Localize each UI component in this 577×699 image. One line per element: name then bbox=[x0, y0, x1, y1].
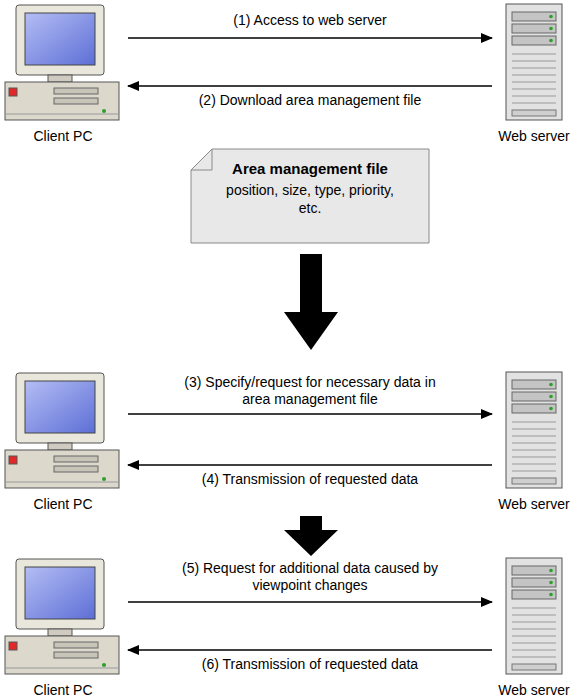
server-icon bbox=[494, 370, 574, 494]
icon-label: Client PC bbox=[4, 682, 122, 698]
down-arrow bbox=[284, 516, 338, 556]
edge-label: (2) Download area management file bbox=[175, 92, 445, 109]
message-arrow bbox=[128, 37, 492, 38]
message-arrow bbox=[128, 649, 492, 650]
edge-label: (6) Transmission of requested data bbox=[175, 656, 445, 673]
edge-label: (1) Access to web server bbox=[175, 12, 445, 29]
pc-icon bbox=[4, 556, 122, 680]
icon-label: Web server bbox=[494, 496, 574, 512]
web-server: Web server bbox=[494, 370, 574, 512]
message-arrow bbox=[128, 601, 492, 602]
icon-label: Web server bbox=[494, 128, 574, 144]
down-arrow bbox=[284, 254, 338, 350]
icon-label: Web server bbox=[494, 682, 574, 698]
note-body: position, size, type, priority, etc. bbox=[225, 181, 395, 217]
web-server: Web server bbox=[494, 2, 574, 144]
server-icon bbox=[494, 2, 574, 126]
edge-label: (4) Transmission of requested data bbox=[175, 471, 445, 488]
client-pc: Client PC bbox=[4, 2, 122, 144]
client-pc: Client PC bbox=[4, 556, 122, 698]
edge-label: (5) Request for additional data caused b… bbox=[175, 560, 445, 594]
icon-label: Client PC bbox=[4, 128, 122, 144]
message-arrow bbox=[128, 464, 492, 465]
client-pc: Client PC bbox=[4, 370, 122, 512]
file-note: Area management file position, size, type… bbox=[190, 148, 430, 244]
edge-label: (3) Specify/request for necessary data i… bbox=[175, 374, 445, 408]
pc-icon bbox=[4, 370, 122, 494]
message-arrow bbox=[128, 413, 492, 414]
web-server: Web server bbox=[494, 556, 574, 698]
note-heading: Area management file bbox=[190, 160, 430, 177]
pc-icon bbox=[4, 2, 122, 126]
message-arrow bbox=[128, 85, 492, 86]
server-icon bbox=[494, 556, 574, 680]
icon-label: Client PC bbox=[4, 496, 122, 512]
